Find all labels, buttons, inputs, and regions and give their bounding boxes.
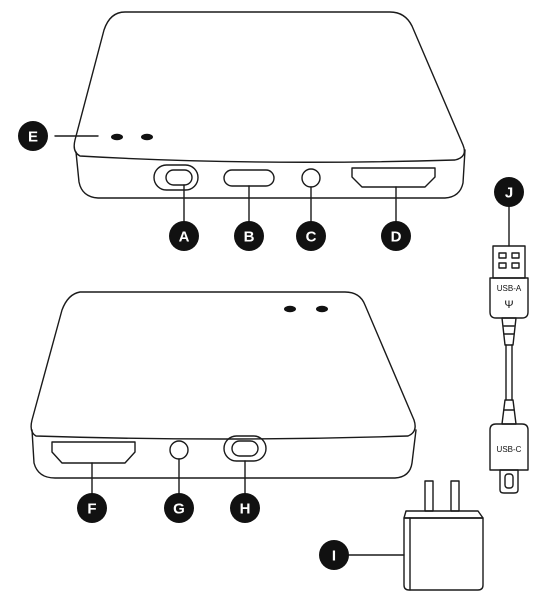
callout-j: J: [494, 177, 524, 207]
power-adapter: [403, 480, 484, 591]
svg-text:I: I: [332, 548, 336, 565]
button-h-inner: [231, 440, 259, 457]
callout-h: H: [230, 493, 260, 523]
usb-c-label: USB-C: [497, 445, 522, 454]
device-front-top-face: [73, 11, 466, 163]
svg-text:C: C: [306, 229, 317, 246]
callout-e: E: [18, 121, 48, 151]
svg-text:D: D: [391, 229, 402, 246]
usb-a-plug: [492, 245, 526, 279]
usb-c-housing: [489, 423, 529, 471]
callout-f: F: [77, 493, 107, 523]
svg-text:G: G: [173, 501, 185, 518]
callout-i: I: [319, 540, 349, 570]
button-h: [223, 435, 267, 462]
audio-jack-g: [169, 440, 189, 460]
device-front-side: [75, 149, 466, 199]
usb-symbol-icon: Ψ: [504, 299, 513, 311]
adapter-body: [403, 517, 484, 591]
callout-a: A: [169, 221, 199, 251]
device-rear-top-face: [30, 291, 416, 440]
adapter-prong: [450, 480, 460, 512]
callout-c: C: [296, 221, 326, 251]
usb-c-plug: [499, 469, 519, 494]
svg-text:E: E: [28, 129, 38, 146]
hdmi-port-d: [351, 167, 436, 188]
led-indicator: [111, 133, 123, 141]
usb-c-port-b: [223, 169, 275, 187]
hdmi-port-f: [51, 441, 136, 464]
led-indicator: [284, 305, 296, 313]
callout-g: G: [164, 493, 194, 523]
svg-text:F: F: [87, 501, 96, 518]
power-button-a-inner: [165, 169, 193, 186]
device-rear-side: [31, 429, 417, 479]
adapter-prong: [424, 480, 434, 512]
usb-cable: [489, 203, 529, 494]
audio-jack-c: [301, 168, 321, 188]
callout-b: B: [234, 221, 264, 251]
power-button-a: [153, 164, 199, 191]
usb-a-label: USB-A: [497, 284, 522, 293]
svg-text:J: J: [505, 185, 513, 202]
svg-text:B: B: [244, 229, 255, 246]
device-front: [73, 11, 466, 199]
callout-d: D: [381, 221, 411, 251]
led-indicator: [316, 305, 328, 313]
led-indicator: [141, 133, 153, 141]
svg-text:H: H: [240, 501, 251, 518]
device-rear: [30, 291, 417, 479]
svg-text:A: A: [179, 229, 190, 246]
usb-a-housing: [489, 277, 529, 319]
